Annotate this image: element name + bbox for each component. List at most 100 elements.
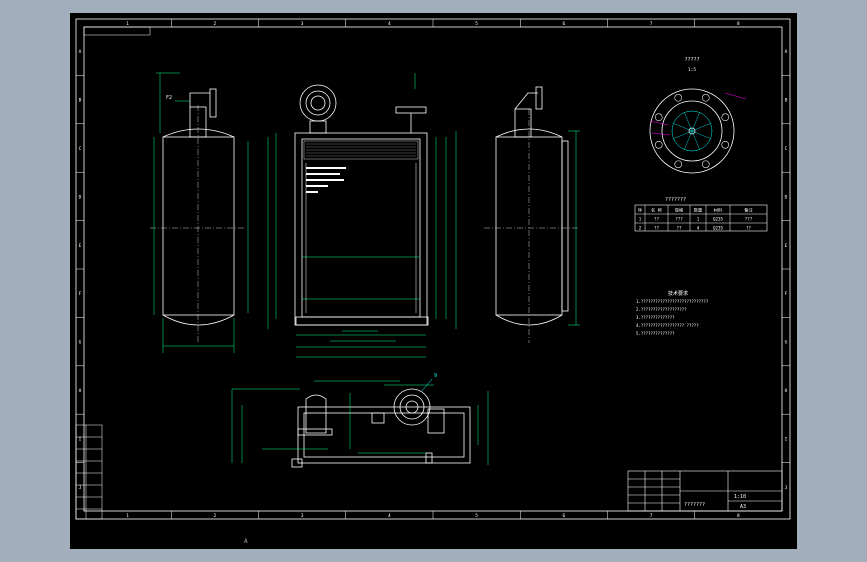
column-label-8-top: 8 (737, 21, 740, 27)
spec-cell: ?? (746, 226, 752, 231)
tech-note-line: 5.?????????????? (636, 331, 675, 336)
bolt-hole (674, 93, 683, 102)
spec-cell: Q235 (713, 226, 724, 231)
pcd-line (691, 130, 700, 150)
column-label-5-bottom: 5 (475, 513, 478, 519)
title-block-sheet: A3 (740, 504, 746, 510)
title-block-drawing-name: ??????? (684, 502, 705, 508)
bolt-hole (654, 140, 663, 149)
spec-header-cell: 数量 (694, 207, 702, 214)
row-label-F-left: F (79, 291, 82, 297)
tech-note-line: 4.?????????????????? ????? (636, 323, 699, 328)
bolt-hole (721, 140, 730, 149)
column-label-7-top: 7 (650, 21, 653, 27)
column-label-1-top: 1 (126, 21, 129, 27)
row-label-F-right: F (785, 291, 788, 297)
row-label-G-right: G (785, 340, 788, 346)
column-label-2-top: 2 (214, 21, 217, 27)
side-view-right-dims (568, 130, 580, 326)
plan-view-dims (231, 380, 489, 465)
row-label-J-right: J (785, 485, 788, 491)
row-label-I-right: I (785, 436, 788, 442)
tech-notes-title: 技术要求 (668, 290, 688, 297)
column-label-6-top: 6 (563, 21, 566, 27)
spec-header-cell: 备注 (744, 207, 753, 214)
spec-cell: 1 (639, 217, 642, 222)
bolt-hole (674, 160, 683, 169)
status-text: A (244, 538, 248, 545)
column-label-4-top: 4 (388, 21, 391, 27)
pcd-line (684, 112, 693, 132)
spec-cell: ?? (654, 217, 660, 222)
bolt-hole (654, 113, 663, 122)
side-view-left[interactable] (150, 88, 246, 343)
title-block[interactable] (627, 470, 783, 512)
column-label-8-bottom: 8 (737, 513, 740, 519)
front-view-notes (306, 167, 346, 193)
front-view-hatch (306, 143, 416, 157)
row-label-E-right: E (785, 243, 788, 249)
pcd-line (684, 130, 693, 150)
sheet-border-inner (83, 26, 783, 512)
plan-view-bottom[interactable] (291, 388, 471, 468)
pcd-line (691, 130, 711, 139)
bolt-hole (721, 113, 730, 122)
front-view-center[interactable] (294, 84, 429, 326)
row-label-C-left: C (79, 146, 82, 152)
border-zone-ticks (76, 19, 790, 519)
spec-header-cell: 材料 (714, 207, 723, 214)
column-label-5-top: 5 (475, 21, 478, 27)
tech-note-line: 3.?????????????? (636, 315, 675, 320)
spec-cell: ??? (745, 217, 753, 222)
detail-scale: 1:5 (688, 67, 696, 73)
flange-leaders (649, 92, 747, 136)
spec-header-cell: 规格 (675, 207, 684, 214)
sheet-border-outer (75, 18, 791, 520)
flange-detail-view[interactable] (649, 88, 735, 174)
row-label-E-left: E (79, 243, 82, 249)
row-label-J-left: J (79, 485, 82, 491)
detail-caption: ????? (684, 57, 699, 63)
column-label-7-bottom: 7 (650, 513, 653, 519)
spec-header-cell: 名 称 (651, 207, 662, 214)
bolt-hole (701, 93, 710, 102)
spec-cell: Q235 (713, 217, 724, 222)
pcd-line (673, 130, 693, 139)
flange-bolt-holes (654, 93, 730, 169)
row-label-H-left: H (79, 388, 82, 394)
row-label-B-left: B (79, 98, 82, 104)
tech-note-line: 2.??????????????????? (636, 307, 687, 312)
pcd-line (691, 123, 711, 132)
row-label-I-left: I (79, 436, 82, 442)
column-label-1-bottom: 1 (126, 513, 129, 519)
plan-callout-number: 9 (434, 373, 437, 379)
pcd-line (691, 112, 700, 132)
row-label-G-left: G (79, 340, 82, 346)
spec-table-title: ??????? (665, 197, 686, 203)
row-label-A-left: A (79, 49, 82, 55)
spec-cell: ?? (654, 226, 660, 231)
tech-note-line: 1.???????????????????????????? (636, 299, 709, 304)
bolt-hole (701, 160, 710, 169)
row-label-C-right: C (785, 146, 788, 152)
row-label-A-right: A (785, 49, 788, 55)
column-label-4-bottom: 4 (388, 513, 391, 519)
side-view-left-dims (153, 72, 249, 353)
technical-notes: 技术要求 1.???????????????????????????? 2.???… (636, 290, 709, 336)
spec-cell: ??? (675, 217, 683, 222)
plan-callout-leader (421, 378, 433, 392)
column-label-3-bottom: 3 (301, 513, 304, 519)
spec-cell: 2 (639, 226, 642, 231)
side-view-right[interactable] (484, 86, 580, 343)
row-label-D-right: D (785, 194, 788, 200)
flange-tag: F2 (166, 95, 172, 101)
revision-block (75, 424, 103, 520)
column-label-3-top: 3 (301, 21, 304, 27)
pcd-line (673, 123, 693, 132)
